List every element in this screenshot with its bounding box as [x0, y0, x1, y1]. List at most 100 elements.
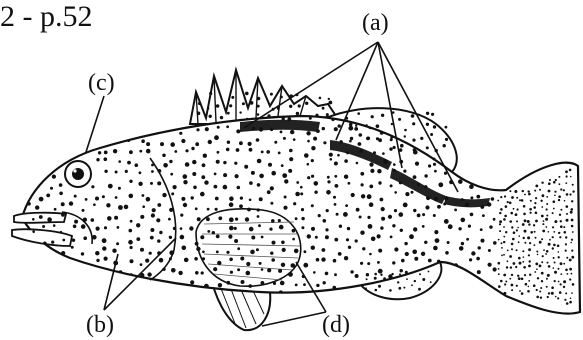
spot	[523, 266, 526, 269]
spot	[459, 279, 463, 283]
spot	[507, 250, 509, 252]
spot	[295, 217, 298, 220]
spot	[311, 296, 315, 300]
spot	[421, 296, 425, 300]
spot	[403, 287, 405, 289]
spot	[140, 263, 143, 266]
spot	[365, 287, 367, 289]
spot	[323, 141, 326, 144]
spot	[348, 246, 351, 249]
spot	[366, 273, 369, 276]
spot	[284, 196, 287, 199]
spot	[59, 183, 63, 187]
spot	[566, 175, 568, 177]
spot	[498, 239, 500, 241]
spot	[500, 196, 502, 198]
spot	[278, 219, 281, 222]
callout-label-a: (a)	[362, 10, 389, 36]
spot	[95, 251, 99, 255]
spot	[130, 259, 134, 263]
spot	[539, 189, 541, 191]
spot	[146, 197, 151, 202]
spot	[81, 269, 85, 273]
spot	[361, 183, 364, 186]
spot	[147, 285, 151, 289]
spot	[534, 190, 536, 192]
spot	[173, 185, 177, 189]
spot	[390, 138, 393, 141]
spot	[226, 281, 230, 285]
spot	[107, 216, 112, 221]
spot	[394, 209, 397, 212]
spot	[426, 112, 429, 115]
spot	[404, 129, 407, 132]
spot	[130, 220, 133, 223]
spot	[282, 117, 285, 120]
spot	[159, 258, 164, 263]
spot	[237, 268, 240, 271]
spot	[183, 180, 187, 184]
spot	[467, 150, 472, 155]
spot	[546, 203, 548, 205]
spot	[249, 181, 253, 185]
spot	[318, 214, 321, 217]
spot	[383, 277, 386, 280]
spot	[391, 273, 393, 275]
spot	[411, 284, 413, 286]
spot	[381, 217, 385, 221]
spot	[27, 192, 30, 195]
spot	[307, 295, 310, 298]
spot	[229, 104, 232, 107]
spot	[536, 251, 538, 253]
spot	[548, 292, 550, 294]
spot	[480, 228, 483, 231]
spot	[546, 286, 548, 288]
spot	[458, 169, 461, 172]
spot	[334, 127, 338, 131]
spot	[413, 175, 417, 179]
spot	[524, 274, 526, 276]
spot	[553, 244, 556, 247]
spot	[552, 212, 554, 214]
spot	[151, 213, 155, 217]
spot	[216, 251, 219, 254]
spot	[271, 219, 275, 223]
spot	[289, 105, 292, 108]
spot	[267, 268, 271, 272]
spot	[118, 160, 121, 163]
spot	[541, 182, 543, 184]
spot	[57, 141, 61, 145]
spot	[344, 175, 348, 179]
spot	[433, 246, 438, 251]
spot	[296, 181, 299, 184]
spot	[61, 202, 65, 206]
spot	[95, 128, 98, 131]
spot	[115, 196, 118, 199]
callout-label-d: (d)	[322, 312, 350, 338]
spot	[46, 194, 50, 198]
spot	[565, 243, 567, 245]
spot	[267, 190, 271, 194]
spot	[208, 140, 212, 144]
spot	[511, 284, 514, 287]
spot	[392, 224, 395, 227]
spot	[572, 283, 575, 286]
spot	[522, 190, 524, 192]
spot	[403, 170, 406, 173]
spot	[449, 280, 454, 285]
spot	[113, 149, 117, 153]
spot	[234, 227, 237, 230]
spot	[511, 289, 513, 291]
spot	[413, 227, 417, 231]
spot	[26, 137, 29, 140]
spot	[304, 153, 309, 158]
spot	[493, 218, 496, 221]
spot	[569, 193, 571, 195]
spot	[476, 195, 480, 199]
spot	[527, 236, 530, 239]
spot	[446, 293, 450, 297]
spot	[358, 142, 362, 146]
spot	[529, 260, 531, 262]
spot	[499, 230, 501, 232]
spot	[405, 252, 409, 256]
